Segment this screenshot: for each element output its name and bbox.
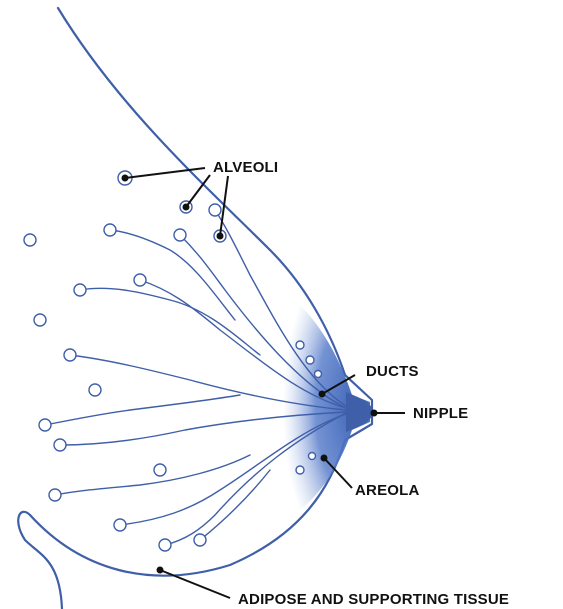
label-alveoli: ALVEOLI	[213, 159, 278, 176]
label-nipple: NIPPLE	[413, 405, 468, 422]
label-ducts: DUCTS	[366, 363, 419, 380]
label-adipose: ADIPOSE AND SUPPORTING TISSUE	[238, 591, 509, 608]
leaders-group	[122, 168, 406, 598]
alveoli-group	[24, 171, 322, 551]
label-areola: AREOLA	[355, 482, 420, 499]
